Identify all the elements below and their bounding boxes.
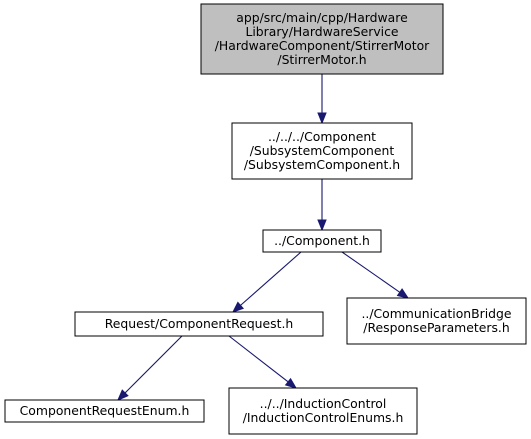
edges-layer bbox=[117, 74, 410, 401]
node-box bbox=[200, 3, 444, 75]
node-label-line: ../CommunicationBridge bbox=[361, 306, 511, 321]
edge-component_request-to-induction_control_enums bbox=[228, 335, 289, 383]
node-box bbox=[346, 297, 527, 345]
nodes-layer: app/src/main/cpp/HardwareLibrary/Hardwar… bbox=[4, 3, 527, 435]
node-label-line: ../../../Component bbox=[268, 129, 376, 144]
node-induction-control-enums[interactable]: ../../InductionControl/InductionControlE… bbox=[228, 387, 418, 435]
node-component-request-enum[interactable]: ComponentRequestEnum.h bbox=[4, 399, 205, 423]
node-label-line: app/src/main/cpp/Hardware bbox=[236, 10, 407, 25]
node-label-line: Library/HardwareService bbox=[245, 24, 398, 39]
edge-component-to-response_parameters bbox=[341, 251, 401, 293]
node-label-line: /SubsystemComponent.h bbox=[244, 157, 400, 172]
node-stirrer-motor: app/src/main/cpp/HardwareLibrary/Hardwar… bbox=[200, 3, 444, 75]
edge-component_request-to-component_request_enum bbox=[124, 335, 183, 394]
node-label-line: ComponentRequestEnum.h bbox=[20, 403, 190, 418]
node-box bbox=[74, 311, 324, 337]
node-label-line: Request/ComponentRequest.h bbox=[105, 316, 294, 331]
node-label-line: /StirrerMotor.h bbox=[277, 52, 366, 67]
node-component[interactable]: ../Component.h bbox=[262, 229, 382, 253]
arrowhead-component_request-to-component_request_enum bbox=[117, 389, 129, 401]
edge-component-to-component_request bbox=[240, 251, 302, 306]
arrowhead-subsystem_component-to-component bbox=[317, 219, 327, 232]
node-label-line: /HardwareComponent/StirrerMotor bbox=[215, 38, 430, 53]
node-label-line: ../Component.h bbox=[274, 233, 370, 248]
arrowhead-component-to-component_request bbox=[231, 301, 245, 313]
node-subsystem-component[interactable]: ../../../Component/SubsystemComponent/Su… bbox=[231, 122, 413, 180]
node-label-line: ../../InductionControl bbox=[260, 396, 387, 411]
arrowhead-stirrer_motor-to-subsystem_component bbox=[317, 112, 327, 125]
node-component-request[interactable]: Request/ComponentRequest.h bbox=[74, 311, 324, 337]
node-box bbox=[231, 122, 413, 180]
node-box bbox=[262, 229, 382, 253]
node-box bbox=[228, 387, 418, 435]
node-label-line: /InductionControlEnums.h bbox=[243, 410, 404, 425]
arrowhead-component_request-to-induction_control_enums bbox=[284, 377, 298, 389]
node-box bbox=[4, 399, 205, 423]
node-label-line: /SubsystemComponent bbox=[250, 143, 395, 158]
node-label-line: /ResponseParameters.h bbox=[363, 320, 509, 335]
arrowhead-component-to-response_parameters bbox=[396, 288, 410, 299]
node-response-parameters[interactable]: ../CommunicationBridge/ResponseParameter… bbox=[346, 297, 527, 345]
